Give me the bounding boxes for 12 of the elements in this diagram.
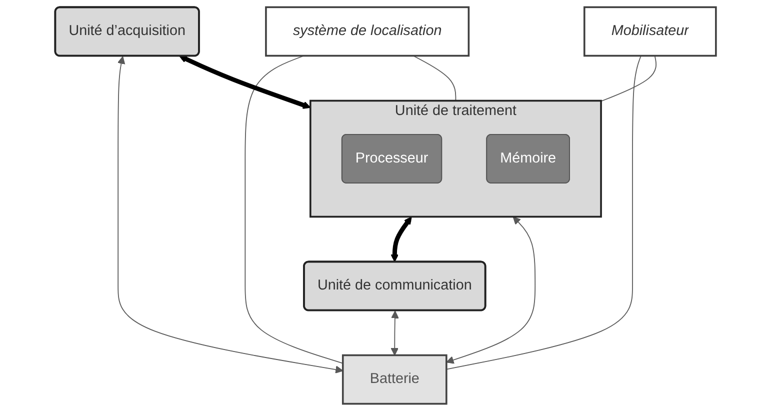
node-box: Mobilisateur xyxy=(584,6,718,57)
arrow xyxy=(118,56,344,374)
arrow xyxy=(446,216,536,364)
arrow xyxy=(391,216,412,262)
connector xyxy=(601,55,657,102)
node-box: système de localisation xyxy=(266,6,470,57)
connector xyxy=(413,55,457,102)
connector xyxy=(446,55,642,370)
node-box: Batterie xyxy=(342,354,448,405)
arrow xyxy=(179,55,312,109)
arrow xyxy=(391,310,400,356)
connector xyxy=(245,55,344,364)
